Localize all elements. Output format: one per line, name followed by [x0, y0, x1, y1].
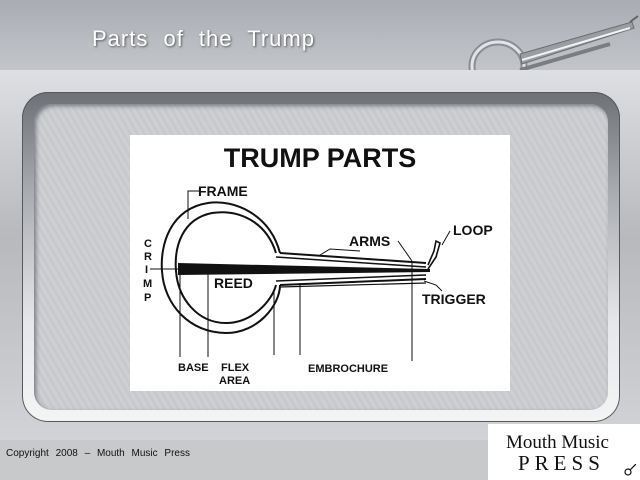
crimp-letter: R	[144, 251, 152, 263]
trump-parts-diagram: TRUMP PARTS	[130, 135, 510, 391]
label-arms: ARMS	[349, 233, 390, 249]
crimp-letter: P	[144, 292, 151, 304]
slide-title: Parts of the Trump	[92, 26, 315, 51]
label-loop: LOOP	[453, 222, 493, 238]
logo-text-line1: Mouth Music	[506, 432, 609, 453]
leader-lines	[150, 190, 451, 361]
label-flex-line1: FLEX	[221, 362, 250, 374]
trump-frame-shape	[160, 201, 427, 335]
crimp-letter: C	[144, 238, 152, 250]
copyright-text: Copyright 2008 – Mouth Music Press	[6, 448, 190, 459]
label-flex-line2: AREA	[219, 375, 250, 387]
crimp-letter: I	[145, 264, 148, 276]
label-reed: REED	[214, 275, 253, 291]
crimp-letter: M	[143, 278, 152, 290]
loop-shape	[427, 239, 441, 270]
logo-text-line2: PRESS	[518, 451, 605, 475]
label-frame: FRAME	[198, 183, 248, 199]
diagram-title: TRUMP PARTS	[224, 143, 417, 173]
label-trigger: TRIGGER	[422, 291, 486, 307]
jaw-harp-corner-icon	[624, 464, 636, 476]
publisher-logo	[488, 424, 640, 480]
label-base: BASE	[178, 362, 209, 374]
label-embrochure: EMBROCHURE	[308, 363, 388, 375]
reed-shape	[178, 263, 430, 275]
